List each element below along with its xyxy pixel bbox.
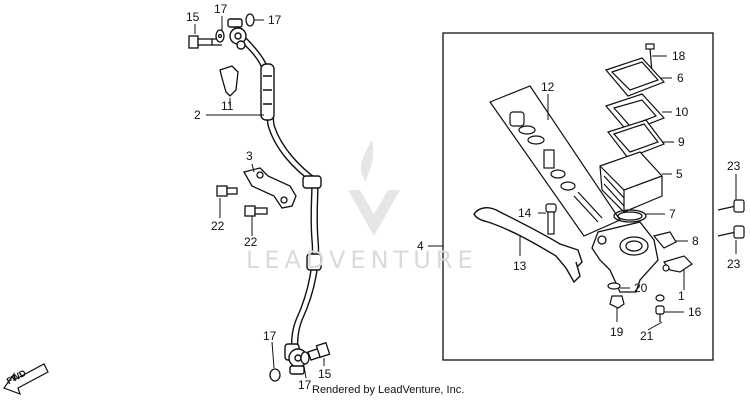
- callout-8: 8: [692, 234, 699, 248]
- hose-clamp-bracket-3: [243, 167, 297, 209]
- bracket-8: [652, 231, 677, 249]
- lever-pivot-bolt-14: [545, 203, 557, 235]
- callout-17-top-left: 17: [214, 2, 228, 16]
- callout-4: 4: [417, 239, 424, 253]
- hose-guide-11: [219, 65, 239, 97]
- diaphragm-plate-10: [604, 93, 666, 133]
- callout-1: 1: [678, 289, 685, 303]
- washer-17-bottom-left: [269, 368, 281, 382]
- stop-switch-1: [662, 255, 693, 273]
- master-cylinder-body: [591, 221, 659, 293]
- piston-kit-12: [489, 85, 621, 237]
- callout-17-top-right: 17: [268, 13, 282, 27]
- callout-15-bottom: 15: [318, 367, 332, 381]
- callout-22-lower: 22: [244, 235, 258, 249]
- bolt-15-bottom: [307, 341, 331, 361]
- washer-20: [607, 282, 621, 290]
- o-ring-7: [613, 209, 647, 223]
- callout-15-top: 15: [186, 10, 200, 24]
- nut-19: [609, 295, 625, 309]
- washer-17-bottom-right: [300, 351, 310, 365]
- callout-6: 6: [677, 71, 684, 85]
- callout-labels: 15 17 17 2 11 3 22 22 17 17 15 4 12 18 6…: [186, 2, 741, 392]
- callout-3: 3: [246, 149, 253, 163]
- reservoir-5: [599, 151, 663, 213]
- bolt-22-upper: [216, 185, 238, 197]
- callout-17-bottom-right: 17: [298, 378, 312, 392]
- brake-hose: [237, 35, 322, 351]
- callout-16: 16: [688, 305, 702, 319]
- bolt-23-lower: [717, 225, 745, 239]
- callout-19: 19: [610, 325, 624, 339]
- callout-18: 18: [672, 49, 686, 63]
- diaphragm-9: [607, 119, 665, 159]
- callout-23-lower: 23: [727, 257, 741, 271]
- bolt-15-top: [188, 35, 222, 49]
- callout-2: 2: [194, 108, 201, 122]
- watermark-text: LEADVENTURE: [246, 246, 478, 274]
- brake-lever-13: [473, 207, 583, 284]
- callout-11: 11: [221, 99, 234, 113]
- callout-23-upper: 23: [727, 159, 741, 173]
- callout-21: 21: [640, 329, 654, 343]
- bolt-23-upper: [717, 199, 745, 213]
- callout-5: 5: [676, 167, 683, 181]
- callout-13: 13: [513, 259, 527, 273]
- washer-17-top-left: [215, 29, 225, 43]
- leader-lines: [194, 16, 737, 379]
- callout-7: 7: [669, 207, 676, 221]
- callout-10: 10: [675, 105, 689, 119]
- screw-16: [655, 294, 665, 322]
- top-banjo-fitting: [227, 18, 247, 50]
- callout-22-upper: 22: [211, 219, 225, 233]
- bolt-22-lower: [244, 205, 268, 217]
- watermark-logo: [348, 140, 400, 236]
- callout-9: 9: [678, 135, 685, 149]
- callout-14: 14: [518, 206, 532, 220]
- callout-20: 20: [634, 281, 648, 295]
- reservoir-cap-6: [604, 57, 666, 97]
- washer-17-top-right: [245, 13, 255, 27]
- forward-arrow-icon: [3, 363, 49, 396]
- assembly-frame: [442, 32, 714, 361]
- callout-12: 12: [541, 80, 555, 94]
- footer-credit: Rendered by LeadVenture, Inc.: [312, 384, 465, 396]
- callout-17-bottom-left: 17: [263, 329, 277, 343]
